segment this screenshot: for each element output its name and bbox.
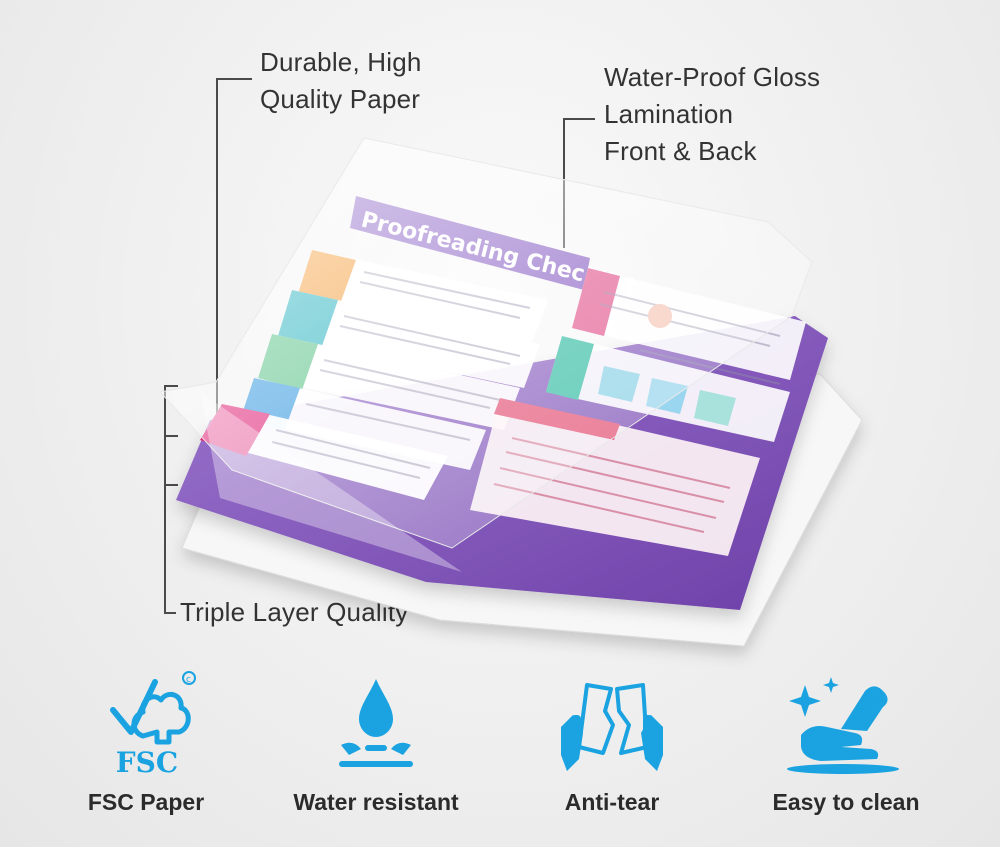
badge-water-label: Water resistant <box>293 789 459 815</box>
leader-triple-mid <box>164 435 178 437</box>
leader-triple-top <box>164 385 178 387</box>
gloss-lamination-edge <box>200 392 462 572</box>
badge-easy-to-clean: Easy to clean <box>736 670 956 816</box>
fsc-tree-icon: c FSC <box>36 670 256 775</box>
callout-durable-line-1: Durable, High <box>260 47 422 77</box>
callout-durable-paper: Durable, High Quality Paper <box>260 44 422 118</box>
leader-triple-vertical <box>164 385 166 613</box>
leader-durable-vertical <box>216 78 218 440</box>
leader-lamination-horizontal <box>563 118 595 120</box>
svg-text:FSC: FSC <box>116 746 178 775</box>
leader-durable-horizontal <box>216 78 252 80</box>
badge-water-resistant: Water resistant <box>266 670 486 816</box>
fsc-logo-graphic: c FSC <box>110 671 196 775</box>
badge-anti-tear-label: Anti-tear <box>564 789 660 815</box>
badge-clean-label: Easy to clean <box>772 789 920 815</box>
gloss-lamination-layer <box>159 137 813 549</box>
badge-fsc-paper: c FSC FSC Paper <box>36 670 256 816</box>
callout-triple-text: Triple Layer Quality <box>180 597 409 627</box>
easy-clean-graphic <box>787 677 899 774</box>
badge-anti-tear: Anti-tear <box>502 670 722 816</box>
leader-triple-bottom <box>164 612 176 614</box>
water-drop-icon <box>266 670 486 775</box>
water-drop-graphic <box>339 679 413 767</box>
svg-text:c: c <box>186 675 191 685</box>
callout-lamination-line-2: Lamination <box>604 99 734 129</box>
callout-durable-line-2: Quality Paper <box>260 84 421 114</box>
leader-triple-low <box>164 484 178 486</box>
cleaning-hand-icon <box>736 670 956 775</box>
badge-fsc-label: FSC Paper <box>87 789 205 815</box>
callout-lamination-line-1: Water-Proof Gloss <box>604 62 821 92</box>
tearing-paper-icon <box>502 670 722 775</box>
callout-triple-layer: Triple Layer Quality <box>180 594 408 631</box>
anti-tear-graphic <box>561 683 663 771</box>
callout-lamination-line-3: Front & Back <box>604 136 757 166</box>
callout-lamination: Water-Proof Gloss Lamination Front & Bac… <box>604 59 820 170</box>
